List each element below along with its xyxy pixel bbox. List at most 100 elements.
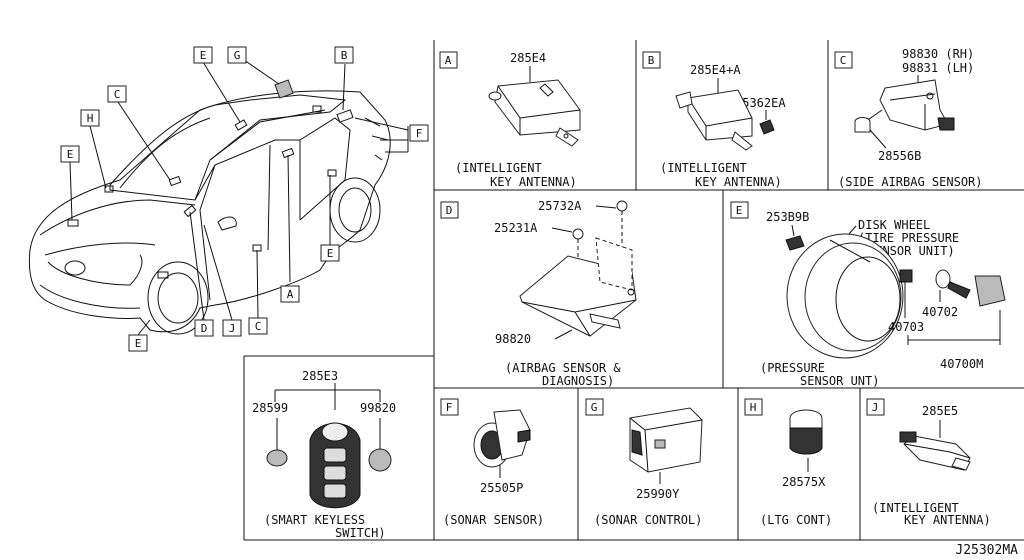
callout-e-bottom: E — [128, 334, 148, 352]
panel-a-part: 285E4 — [510, 51, 546, 65]
callout-b: B — [334, 46, 354, 64]
svg-text:SENSOR UNIT): SENSOR UNIT) — [868, 244, 955, 258]
side-airbag-sensor — [854, 79, 955, 133]
callout-leaders — [69, 59, 409, 336]
sonar-sensor — [473, 409, 531, 468]
sonar-control-unit — [629, 407, 703, 473]
svg-text:(TIRE PRESSURE: (TIRE PRESSURE — [858, 231, 959, 245]
svg-text:(INTELLIGENT: (INTELLIGENT — [872, 501, 959, 515]
panel-j: J 285E5 (INTELLIGENT KEY ANTENNA) — [866, 398, 991, 527]
svg-text:E: E — [200, 49, 207, 62]
ltg-control — [789, 409, 823, 455]
svg-text:SWITCH): SWITCH) — [335, 526, 386, 540]
panel-j-part: 285E5 — [922, 404, 958, 418]
svg-text:H: H — [750, 401, 757, 414]
svg-text:J: J — [872, 401, 879, 414]
panel-f: F 25505P (SONAR SENSOR) — [440, 398, 544, 527]
intelligent-key-antenna-j — [899, 431, 971, 471]
panel-d-part-b: 25231A — [494, 221, 538, 235]
panel-h-part: 28575X — [782, 475, 826, 489]
panel-grid — [243, 40, 1024, 541]
callout-g: G — [227, 46, 247, 64]
panel-b-part2: 25362EA — [735, 96, 786, 110]
panel-g: G 25990Y (SONAR CONTROL) — [585, 398, 703, 527]
callout-e-left: E — [60, 145, 80, 163]
svg-text:(INTELLIGENT: (INTELLIGENT — [660, 161, 747, 175]
panel-c: C 98830 (RH) 98831 (LH) 28556B (SIDE AIR… — [834, 47, 983, 189]
svg-text:G: G — [234, 49, 241, 62]
panel-d-part-c: 98820 — [495, 332, 531, 346]
callout-a: A — [280, 285, 300, 303]
svg-text:D: D — [446, 204, 453, 217]
svg-text:(SMART KEYLESS: (SMART KEYLESS — [264, 513, 365, 527]
panel-c-part-rh: 98830 (RH) — [902, 47, 974, 61]
panel-e: E 253B9B DISK WHEEL (TIRE PRESSURE SENSO… — [730, 201, 1006, 388]
intelligent-key-antenna-b — [675, 89, 775, 151]
panel-e-part-b: 40702 — [922, 305, 958, 319]
airbag-sensor-unit — [519, 200, 637, 337]
keyless-part-left: 28599 — [252, 401, 288, 415]
svg-text:E: E — [67, 148, 74, 161]
callout-f: F — [409, 124, 429, 142]
svg-text:(SONAR SENSOR): (SONAR SENSOR) — [443, 513, 544, 527]
disk-wheel-label: DISK WHEEL — [858, 218, 930, 232]
panel-a: A 285E4 (INTELLIGENT KEY ANTENNA) — [439, 51, 581, 189]
svg-text:G: G — [591, 401, 598, 414]
svg-text:KEY ANTENNA): KEY ANTENNA) — [695, 175, 782, 189]
svg-text:F: F — [416, 127, 423, 140]
diagram-code: J25302MA — [955, 543, 1018, 558]
key-fob — [309, 422, 361, 509]
svg-text:(AIRBAG SENSOR &: (AIRBAG SENSOR & — [505, 361, 621, 375]
svg-text:(INTELLIGENT: (INTELLIGENT — [455, 161, 542, 175]
emblem — [368, 448, 392, 472]
callout-e-rear: E — [320, 244, 340, 262]
svg-text:J: J — [229, 322, 236, 335]
panel-g-part: 25990Y — [636, 487, 680, 501]
svg-text:C: C — [114, 88, 121, 101]
svg-text:C: C — [255, 320, 262, 333]
keyless-part-right: 99820 — [360, 401, 396, 415]
panel-e-part-a: 253B9B — [766, 210, 809, 224]
svg-text:(SONAR CONTROL): (SONAR CONTROL) — [594, 513, 702, 527]
svg-text:E: E — [135, 337, 142, 350]
panel-a-letter: A — [445, 54, 452, 67]
callout-h: H — [80, 109, 100, 127]
svg-text:E: E — [327, 247, 334, 260]
callout-c-bottom: C — [248, 317, 268, 335]
callout-d: D — [194, 319, 214, 337]
svg-text:(LTG CONT): (LTG CONT) — [760, 513, 832, 527]
callout-e-roof: E — [193, 46, 213, 64]
svg-text:KEY ANTENNA): KEY ANTENNA) — [904, 513, 991, 527]
svg-text:A: A — [287, 288, 294, 301]
svg-text:B: B — [341, 49, 348, 62]
panel-e-part-c: 40703 — [888, 320, 924, 334]
callout-c: C — [107, 85, 127, 103]
svg-text:E: E — [736, 204, 743, 217]
svg-text:DIAGNOSIS): DIAGNOSIS) — [542, 374, 614, 388]
svg-text:H: H — [87, 112, 94, 125]
svg-text:C: C — [840, 54, 847, 67]
keyless-part-main: 285E3 — [302, 369, 338, 383]
panel-c-part-lh: 98831 (LH) — [902, 61, 974, 75]
panel-h: H 28575X (LTG CONT) — [744, 398, 832, 527]
svg-text:D: D — [201, 322, 208, 335]
panel-f-part: 25505P — [480, 481, 523, 495]
panel-c-part2: 28556B — [878, 149, 921, 163]
intelligent-key-antenna-a — [488, 79, 581, 147]
panel-b-part: 285E4+A — [690, 63, 741, 77]
panel-d: D 25732A 25231A 98820 (AIRBAG SENSOR & D… — [440, 199, 637, 388]
svg-text:SENSOR UNT): SENSOR UNT) — [800, 374, 879, 388]
panel-d-part-a: 25732A — [538, 199, 582, 213]
svg-text:F: F — [446, 401, 453, 414]
panel-smart-keyless: 285E3 28599 99820 (SMART KEYLESS SWITCH) — [252, 369, 396, 540]
svg-text:(PRESSURE: (PRESSURE — [760, 361, 825, 375]
svg-text:(SIDE AIRBAG SENSOR): (SIDE AIRBAG SENSOR) — [838, 175, 983, 189]
coin-battery — [266, 449, 288, 467]
panel-e-part-d: 40700M — [940, 357, 983, 371]
tire-pressure-wheel — [785, 233, 1006, 359]
svg-text:KEY ANTENNA): KEY ANTENNA) — [490, 175, 577, 189]
callout-j: J — [222, 319, 242, 337]
svg-text:B: B — [648, 54, 655, 67]
panel-b: B 285E4+A 25362EA (INTELLIGENT KEY ANTEN… — [642, 51, 786, 189]
